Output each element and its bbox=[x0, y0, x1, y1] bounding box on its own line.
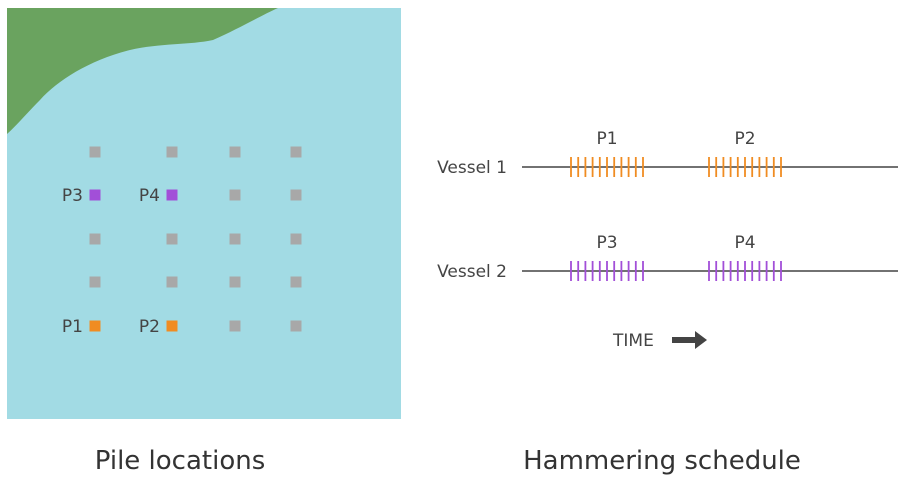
hammering-segment-p3: P3 bbox=[570, 233, 644, 281]
pile-label-p3: P3 bbox=[62, 186, 83, 206]
pile-marker bbox=[229, 276, 241, 288]
vessel-name: Vessel 2 bbox=[437, 262, 507, 282]
pile-marker bbox=[290, 189, 302, 201]
right-arrow-icon bbox=[672, 331, 707, 349]
pile-marker bbox=[290, 146, 302, 158]
map-caption: Pile locations bbox=[95, 446, 266, 476]
pile-marker bbox=[89, 233, 101, 245]
segment-label-p4: P4 bbox=[734, 233, 755, 253]
pile-marker bbox=[166, 233, 178, 245]
pile-p1 bbox=[89, 320, 101, 332]
pile-p2 bbox=[166, 320, 178, 332]
hammering-segment-p1: P1 bbox=[570, 129, 644, 177]
pile-marker bbox=[229, 320, 241, 332]
pile-marker bbox=[290, 233, 302, 245]
pile-marker bbox=[229, 146, 241, 158]
pile-marker bbox=[166, 276, 178, 288]
schedule-caption: Hammering schedule bbox=[523, 446, 801, 476]
pile-marker bbox=[229, 189, 241, 201]
pile-label-p1: P1 bbox=[62, 317, 83, 337]
pile-p4 bbox=[166, 189, 178, 201]
hammering-segment-p2: P2 bbox=[708, 129, 782, 177]
segment-label-p3: P3 bbox=[596, 233, 617, 253]
vessel-row-1: Vessel 1 P1 P2 bbox=[437, 129, 898, 178]
pile-marker bbox=[89, 146, 101, 158]
pile-grid bbox=[89, 146, 302, 332]
pile-marker bbox=[89, 276, 101, 288]
water-area bbox=[7, 8, 401, 419]
segment-label-p1: P1 bbox=[596, 129, 617, 149]
segment-label-p2: P2 bbox=[734, 129, 755, 149]
vessel-row-2: Vessel 2 P3 P4 bbox=[437, 233, 898, 282]
pile-marker bbox=[229, 233, 241, 245]
pile-p3 bbox=[89, 189, 101, 201]
time-axis-indicator: TIME bbox=[612, 331, 707, 351]
pile-marker bbox=[166, 146, 178, 158]
pile-marker bbox=[290, 320, 302, 332]
vessel-name: Vessel 1 bbox=[437, 158, 507, 178]
pile-label-p2: P2 bbox=[139, 317, 160, 337]
pile-marker bbox=[290, 276, 302, 288]
time-label: TIME bbox=[612, 331, 654, 351]
land-area bbox=[7, 8, 278, 134]
pile-label-p4: P4 bbox=[139, 186, 160, 206]
hammering-segment-p4: P4 bbox=[708, 233, 782, 281]
